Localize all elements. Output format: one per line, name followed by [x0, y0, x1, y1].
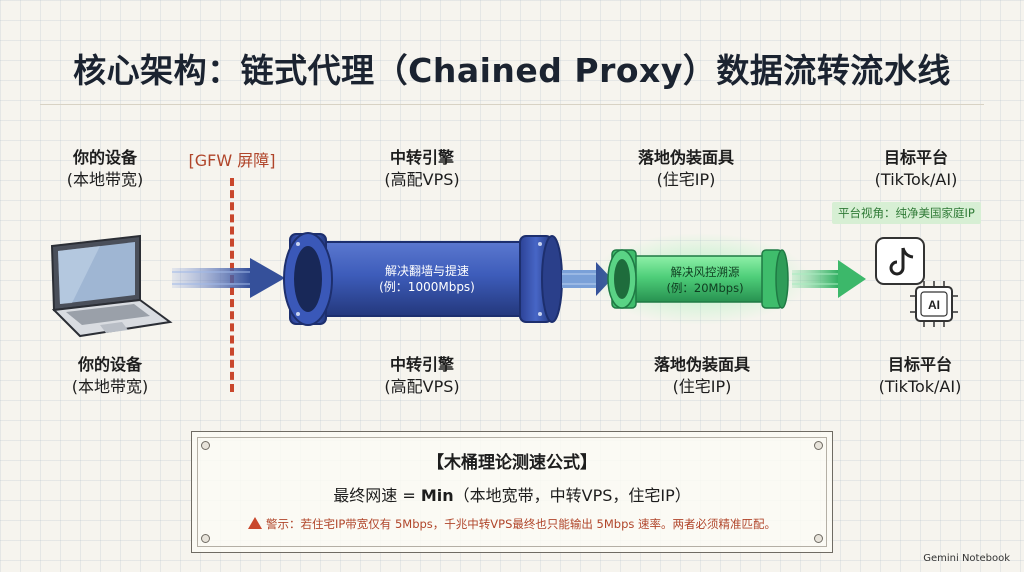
laptop-icon: [50, 234, 173, 338]
page-title: 核心架构：链式代理（Chained Proxy）数据流转流水线: [73, 51, 951, 90]
relay-name: 中转引擎: [389, 355, 454, 374]
formula-warning-text: 警示：若住宅IP带宽仅有 5Mbps，千兆中转VPS最终也只能输出 5Mbps …: [265, 517, 777, 531]
landing-pipe-line1: 解决风控溯源: [670, 265, 740, 279]
landing-pipe-text: 解决风控溯源 (例：20Mbps): [640, 264, 770, 296]
label-landing-bottom: 落地伪装面具 (住宅IP): [632, 354, 772, 398]
formula-warning: 警示：若住宅IP带宽仅有 5Mbps，千兆中转VPS最终也只能输出 5Mbps …: [192, 516, 832, 532]
landing-sub: (住宅IP): [672, 377, 732, 396]
device-sub: (本地带宽): [71, 377, 149, 396]
label-landing-top: 落地伪装面具 (住宅IP): [616, 147, 756, 191]
relay-sub: (高配VPS): [384, 170, 460, 189]
formula-eq-min: Min: [420, 486, 454, 505]
label-target-top: 目标平台 (TikTok/AI): [846, 147, 986, 191]
brand-watermark: Gemini Notebook: [923, 553, 1010, 564]
formula-equation: 最终网速 = Min（本地宽带，中转VPS，住宅IP）: [192, 482, 832, 506]
landing-sub: (住宅IP): [656, 170, 716, 189]
label-relay-bottom: 中转引擎 (高配VPS): [352, 354, 492, 398]
relay-pipe-line1: 解决翻墙与提速: [384, 264, 469, 278]
screw-icon: [201, 441, 210, 450]
ai-chip-text: AI: [928, 298, 940, 312]
formula-eq-args: （本地宽带，中转VPS，住宅IP）: [453, 486, 691, 505]
relay-pipe-line2: (例：1000Mbps): [379, 280, 475, 294]
landing-pipe-line2: (例：20Mbps): [666, 281, 744, 295]
ai-chip-icon: AI: [910, 281, 958, 327]
label-relay-top: 中转引擎 (高配VPS): [352, 147, 492, 191]
label-device-top: 你的设备 (本地带宽): [35, 147, 175, 191]
formula-title: 【木桶理论测速公式】: [427, 453, 597, 473]
label-target-bottom: 目标平台 (TikTok/AI): [850, 354, 990, 398]
device-name: 你的设备: [77, 355, 142, 374]
formula-panel: 【木桶理论测速公式】 最终网速 = Min（本地宽带，中转VPS，住宅IP） 警…: [191, 431, 833, 553]
device-sub: (本地带宽): [66, 170, 144, 189]
screw-icon: [201, 534, 210, 543]
gfw-label: [GFW 屏障]: [188, 151, 276, 170]
relay-pipe-text: 解决翻墙与提速 (例：1000Mbps): [352, 263, 502, 295]
landing-name: 落地伪装面具: [637, 148, 734, 167]
target-sub: (TikTok/AI): [878, 377, 962, 396]
platform-view-tag: 平台视角：纯净美国家庭IP: [832, 202, 981, 224]
label-device-bottom: 你的设备 (本地带宽): [40, 354, 180, 398]
flow-arrow-1: [172, 258, 285, 298]
relay-sub: (高配VPS): [384, 377, 460, 396]
relay-name: 中转引擎: [389, 148, 454, 167]
device-name: 你的设备: [72, 148, 137, 167]
warning-icon: [247, 517, 262, 529]
relay-pipe: [283, 232, 563, 326]
target-name: 目标平台: [883, 148, 948, 167]
tiktok-icon: [875, 237, 925, 285]
screw-icon: [814, 441, 823, 450]
landing-pipe: [590, 233, 810, 325]
target-name: 目标平台: [887, 355, 952, 374]
title-divider: [40, 104, 984, 105]
formula-eq-prefix: 最终网速 =: [333, 486, 421, 505]
landing-name: 落地伪装面具: [653, 355, 750, 374]
target-sub: (TikTok/AI): [874, 170, 958, 189]
flow-arrow-3: [792, 260, 866, 298]
screw-icon: [814, 534, 823, 543]
